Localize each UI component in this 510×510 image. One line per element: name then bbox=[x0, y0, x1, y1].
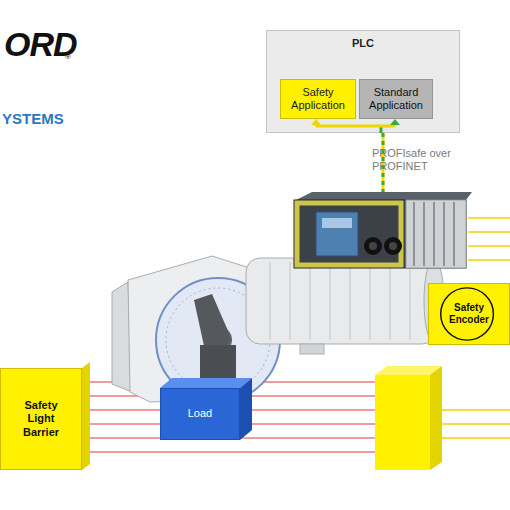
node-text: Load bbox=[184, 407, 216, 420]
load-top bbox=[160, 378, 252, 388]
safety-application-box: Safety Application bbox=[280, 79, 356, 119]
bus-label: PROFIsafe over PROFINET bbox=[372, 147, 458, 173]
node-text: Standard Application bbox=[360, 86, 432, 112]
node-text: Safety Light Barrier bbox=[12, 399, 70, 439]
standard-application-box: Standard Application bbox=[359, 79, 433, 119]
safety-encoder-box: Safety Encoder bbox=[428, 283, 510, 345]
logo-mark: ® bbox=[65, 52, 71, 62]
safety-block bbox=[375, 366, 442, 470]
light-beams bbox=[82, 382, 375, 452]
load-box: Load bbox=[160, 388, 240, 440]
inverter bbox=[294, 192, 472, 268]
motor bbox=[246, 258, 444, 354]
plc-box: PLC Safety ApplicationStandard Applicatio… bbox=[266, 30, 460, 133]
logo-subtitle: YSTEMS bbox=[2, 110, 64, 128]
node-text: Safety Encoder bbox=[441, 302, 497, 326]
node-text: Safety Application bbox=[281, 86, 355, 112]
load-side bbox=[240, 378, 252, 440]
safety-light-barrier-box: Safety Light Barrier bbox=[0, 368, 82, 470]
barrier-side bbox=[82, 362, 90, 470]
node-text: PLC bbox=[267, 37, 459, 50]
